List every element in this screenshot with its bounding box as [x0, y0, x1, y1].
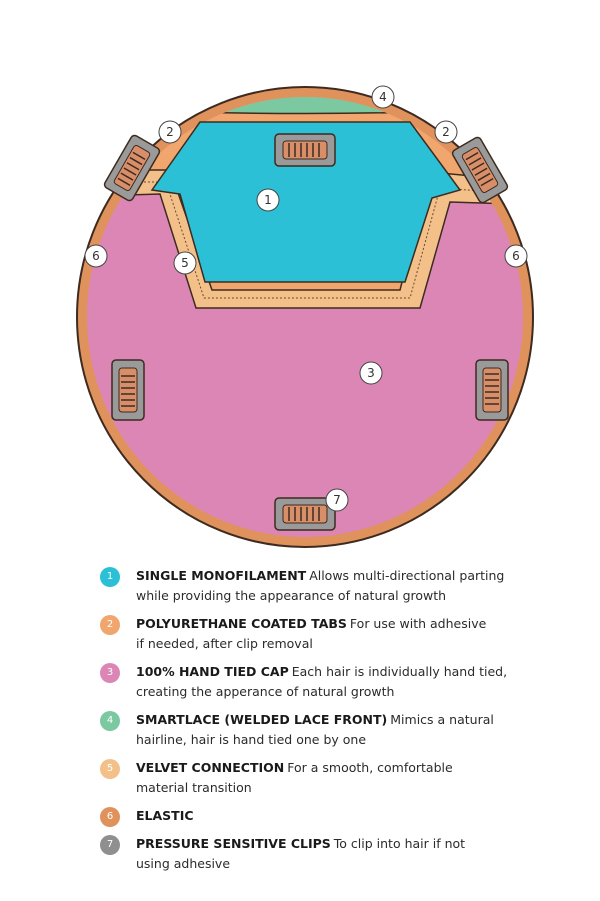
legend-item-elastic: 6 ELASTIC: [100, 806, 536, 827]
marker-hand-tied: 3: [359, 361, 383, 385]
svg-text:4: 4: [379, 90, 387, 104]
legend-item-smartlace: 4 SMARTLACE (WELDED LACE FRONT)Mimics a …: [100, 710, 536, 750]
legend-description: ELASTIC: [136, 806, 536, 826]
legend-text-line-2: if needed, after clip removal: [136, 636, 313, 651]
legend-number-badge: 4: [100, 711, 120, 731]
legend-title: SINGLE MONOFILAMENT: [136, 568, 307, 583]
svg-text:2: 2: [166, 125, 174, 139]
svg-text:7: 7: [333, 493, 341, 507]
svg-text:6: 6: [92, 249, 100, 263]
legend-number-badge: 5: [100, 759, 120, 779]
legend-title: PRESSURE SENSITIVE CLIPS: [136, 836, 331, 851]
clip-upper-left: [103, 134, 161, 202]
legend-title: VELVET CONNECTION: [136, 760, 285, 775]
clip-upper-right: [451, 136, 509, 204]
legend-number-badge: 7: [100, 835, 120, 855]
legend-text-line-2: hairline, hair is hand tied one by one: [136, 732, 367, 747]
legend-text-line-2: using adhesive: [136, 856, 231, 871]
marker-clips: 7: [325, 488, 349, 512]
monofilament-area: [150, 121, 462, 283]
legend-title: POLYURETHANE COATED TABS: [136, 616, 347, 631]
legend-text-line-2: while providing the appearance of natura…: [136, 588, 447, 603]
clip-left: [111, 359, 145, 421]
marker-tab-right: 2: [434, 120, 458, 144]
svg-text:3: 3: [367, 366, 375, 380]
marker-elastic-right: 6: [504, 244, 528, 268]
legend-number-badge: 1: [100, 567, 120, 587]
legend-number-badge: 2: [100, 615, 120, 635]
marker-elastic-left: 6: [84, 244, 108, 268]
svg-text:2: 2: [442, 125, 450, 139]
legend-text-line-1: Mimics a natural: [390, 712, 494, 727]
legend-number-badge: 6: [100, 807, 120, 827]
marker-monofilament: 1: [256, 188, 280, 212]
legend-text-line-1: Allows multi-directional parting: [309, 568, 505, 583]
legend-text-line-1: To clip into hair if not: [333, 836, 466, 851]
marker-velvet: 5: [173, 251, 197, 275]
legend-title: 100% HAND TIED CAP: [136, 664, 289, 679]
wig-cap-diagram: 1 2 2 3 4 5 6 6 7: [76, 85, 534, 548]
marker-tab-left: 2: [158, 120, 182, 144]
svg-text:1: 1: [264, 193, 272, 207]
legend-description: SMARTLACE (WELDED LACE FRONT)Mimics a na…: [136, 710, 536, 750]
clip-bottom: [274, 497, 336, 531]
legend-text-line-1: Each hair is individually hand tied,: [291, 664, 508, 679]
legend-title: SMARTLACE (WELDED LACE FRONT): [136, 712, 388, 727]
marker-smartlace: 4: [371, 85, 395, 109]
legend-text-line-1: For use with adhesive: [349, 616, 487, 631]
clip-right: [475, 359, 509, 421]
legend-number-badge: 3: [100, 663, 120, 683]
legend-text-line-2: creating the apperance of natural growth: [136, 684, 395, 699]
legend-text-line-1: For a smooth, comfortable: [287, 760, 453, 775]
legend-text-line-2: material transition: [136, 780, 252, 795]
legend-title: ELASTIC: [136, 808, 194, 823]
svg-text:6: 6: [512, 249, 520, 263]
clip-top: [274, 133, 336, 167]
svg-text:5: 5: [181, 256, 189, 270]
